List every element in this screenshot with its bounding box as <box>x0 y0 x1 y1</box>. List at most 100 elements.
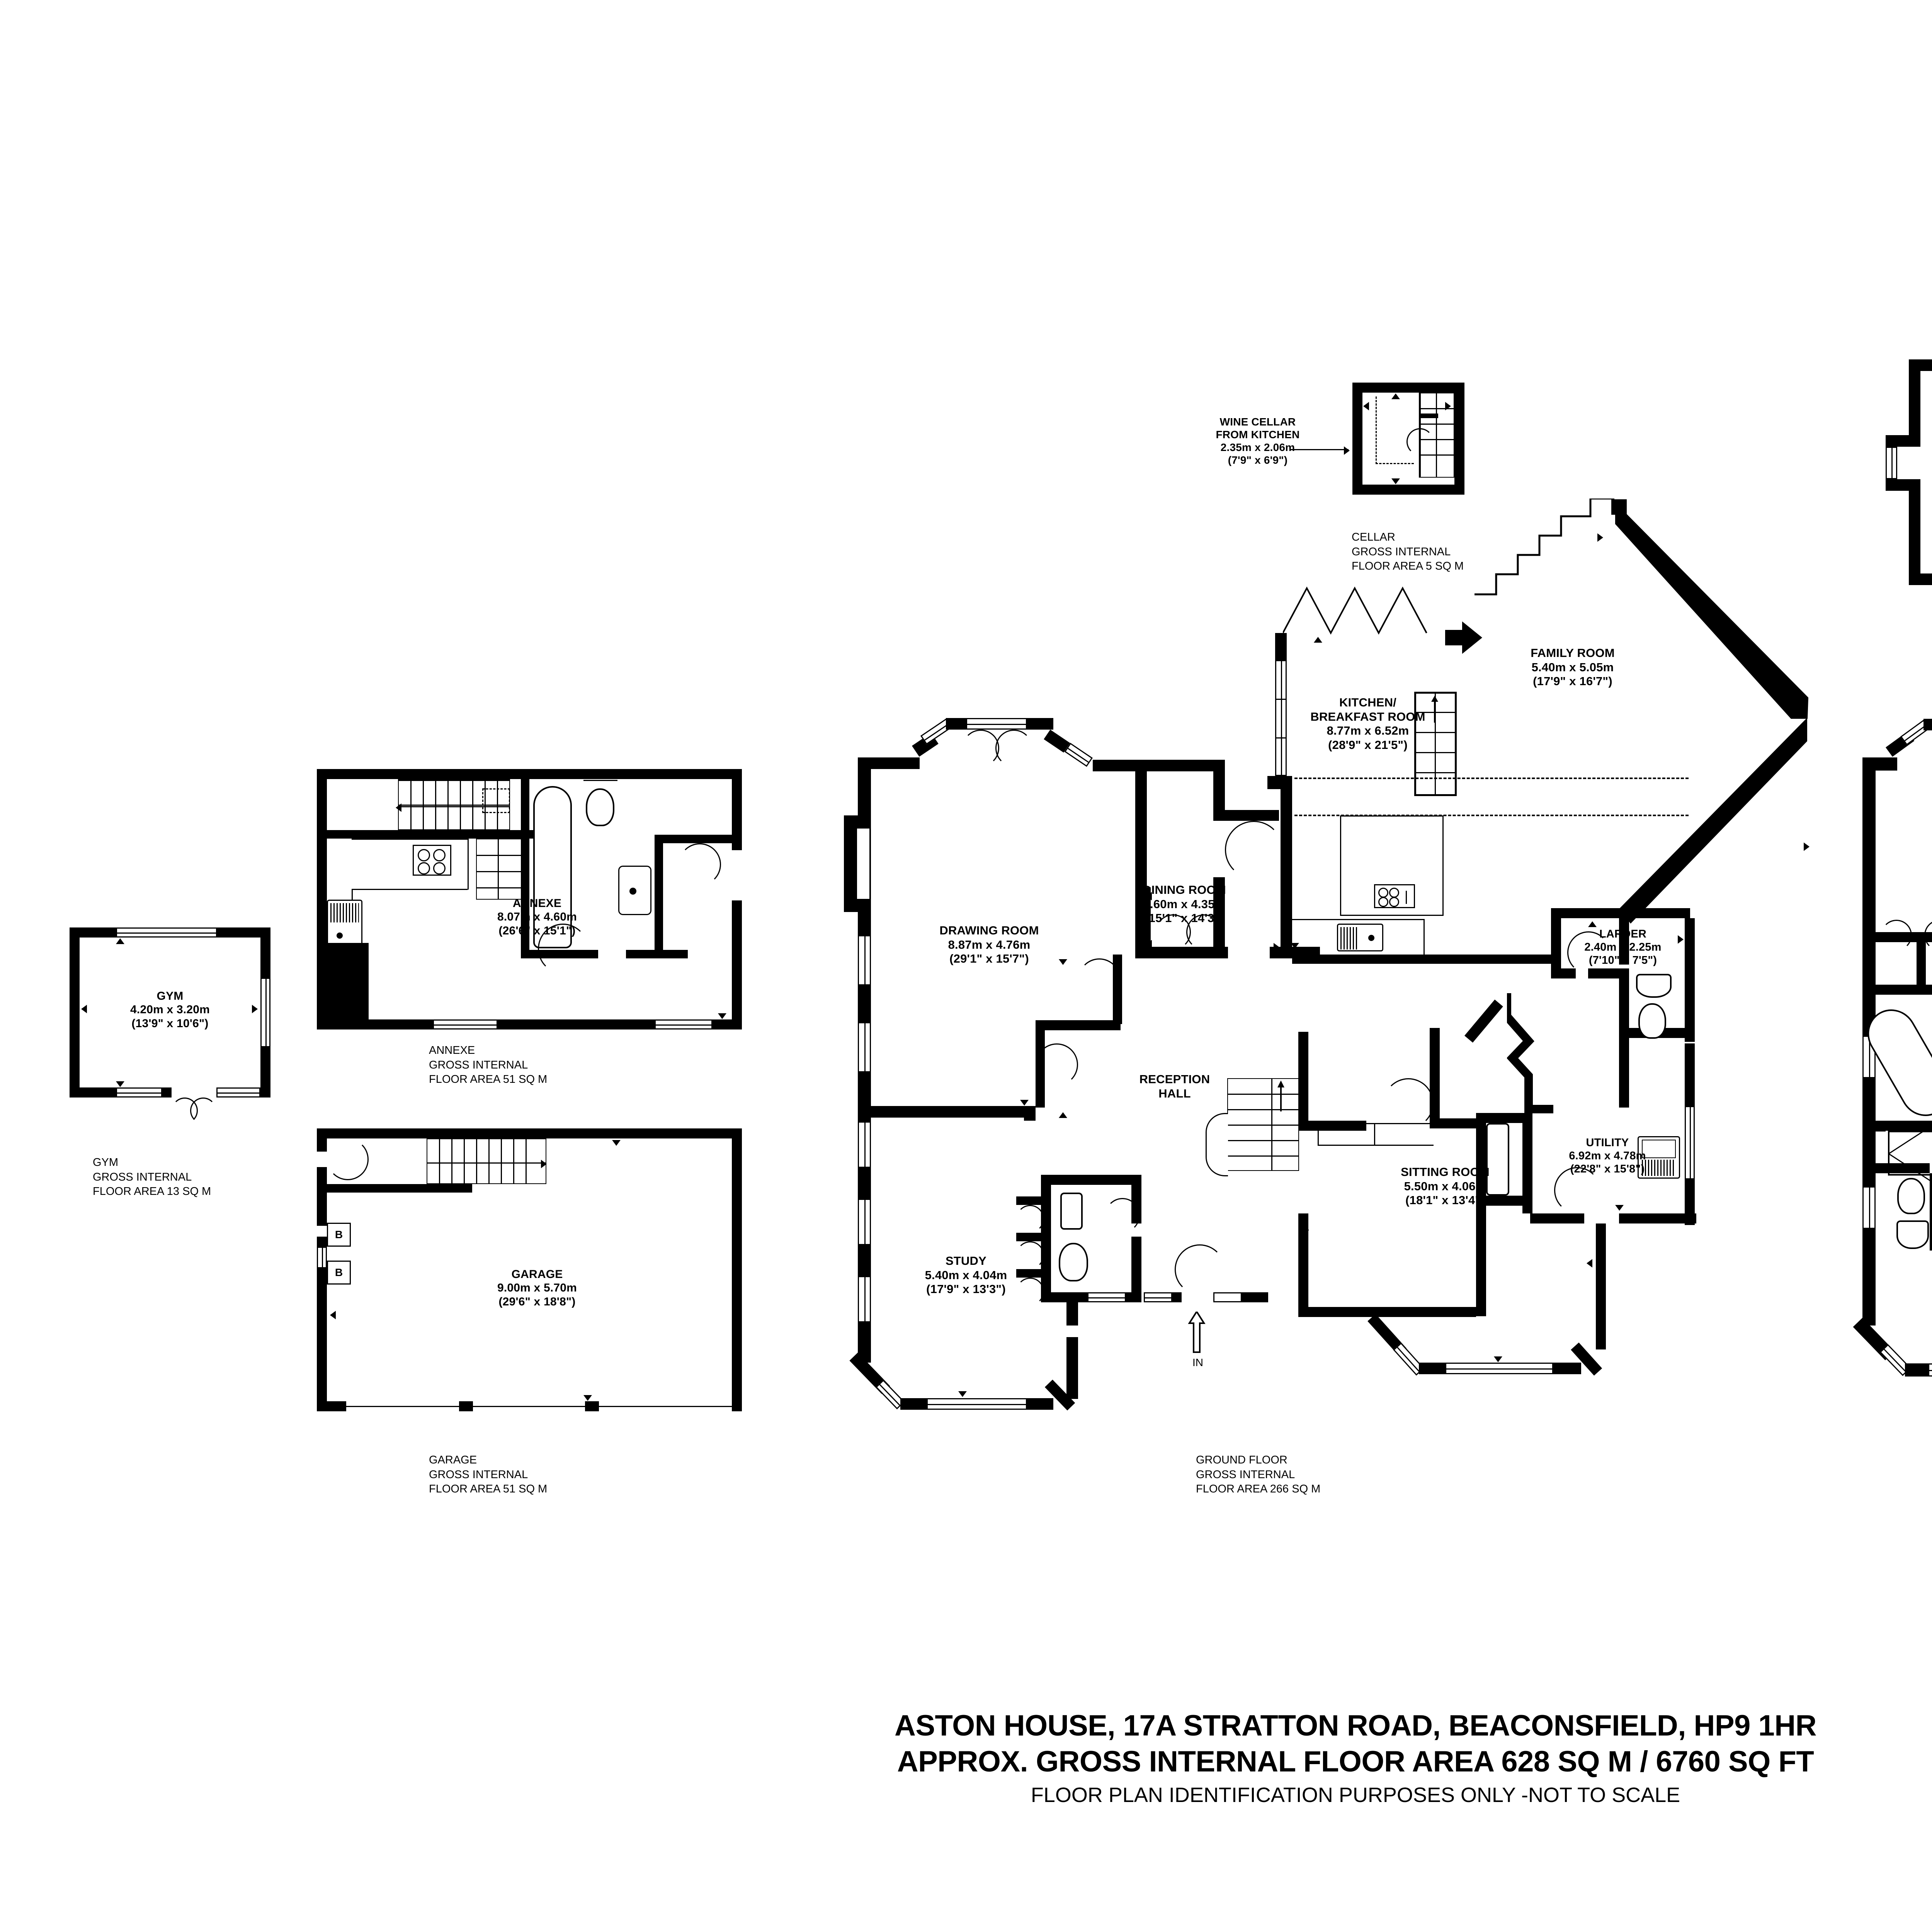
reception-hall-label: RECEPTION HALL <box>1105 1072 1244 1101</box>
principal-bedroom-label: PRINCIPAL BEDROOM 9.20m x 4.83m (30'2" x… <box>1920 873 1932 914</box>
annexe-bath-icon <box>533 786 572 948</box>
reception-hall-door-drawing-upper <box>1078 958 1121 1001</box>
study-window-w3 <box>858 1276 871 1322</box>
family-room-angled-walls-2 <box>1619 718 1807 924</box>
annexe-floor-gross: GROSS INTERNAL <box>429 1058 528 1071</box>
garage-floor-gross: GROSS INTERNAL <box>429 1468 528 1481</box>
utility-label: UTILITY 6.92m x 4.78m (22'8" x 15'8") <box>1534 1136 1681 1176</box>
sitting-room-imperial: (18'1" x 13'4") <box>1405 1193 1485 1207</box>
utility-door <box>1554 1167 1600 1213</box>
reception-hall-name-1: RECEPTION <box>1139 1072 1210 1086</box>
title-address: ASTON HOUSE, 17A STRATTON ROAD, BEACONSF… <box>894 1709 1817 1742</box>
dining-room-imperial: (15'1" x 14'3") <box>1145 911 1224 925</box>
annexe-sink-icon <box>327 900 362 949</box>
annexe-washbasin-icon <box>618 866 651 915</box>
stair-newel-curve <box>1206 1113 1228 1176</box>
dining-room-door-hall-right <box>1186 914 1222 950</box>
second-bed-left-metric: 4.55m x 4.31m <box>1928 466 1932 480</box>
study-metric: 5.40m x 4.04m <box>925 1268 1007 1282</box>
larder-name: LARDER <box>1599 928 1647 940</box>
annexe-floor-caption: ANNEXE GROSS INTERNAL FLOOR AREA 51 SQ M <box>429 1043 547 1087</box>
first-floor-basin-3 <box>1896 1220 1929 1249</box>
second-floor-bedroom-left-label: BEDROOM 4.55m x 4.31m (14'11" x 14'2") <box>1928 453 1932 494</box>
gym-floor-area: FLOOR AREA 13 SQ M <box>93 1185 211 1198</box>
cloak-door <box>1105 1198 1140 1233</box>
garage-bay-box-2: B <box>327 1261 351 1285</box>
study-name: STUDY <box>945 1254 987 1268</box>
kitchen-breakfast-label: KITCHEN/ BREAKFAST ROOM 8.77m x 6.52m (2… <box>1279 696 1457 752</box>
sitting-room-name: SITTING ROOM <box>1401 1165 1490 1179</box>
kitchen-island <box>1340 815 1444 916</box>
kitchen-entry-arrow-icon <box>1445 621 1482 654</box>
garage-floor-name: GARAGE <box>429 1454 477 1466</box>
garage-side-door <box>327 1138 369 1180</box>
drawing-room-window-w1 <box>858 935 871 985</box>
annexe-hob-icon <box>413 845 451 876</box>
first-floor-bed-sw-window-bay-centre <box>1928 1363 1932 1377</box>
annexe-stair <box>398 779 510 830</box>
cellar-floor-name: CELLAR <box>1352 531 1395 543</box>
reception-hall-name-2: HALL <box>1158 1086 1191 1100</box>
gym-floor-name: GYM <box>93 1156 119 1169</box>
study-window-bay-centre <box>927 1398 1027 1410</box>
gym-window-br <box>216 1087 260 1098</box>
utility-sink-icon <box>1638 1136 1680 1179</box>
garage-room-metric: 9.00m x 5.70m <box>497 1281 577 1295</box>
larder-basin-icon <box>1636 974 1672 998</box>
cloakroom-wc-icon <box>1638 1003 1666 1039</box>
garage-bay-b1: B <box>335 1229 343 1240</box>
drawing-room-window-n1 <box>966 718 1027 730</box>
study-window-w1 <box>858 1121 871 1168</box>
wine-cellar-label: WINE CELLAR FROM KITCHEN 2.35m x 2.06m (… <box>1190 415 1325 466</box>
first-bed-sw-name: BEDROOM <box>1905 1269 1932 1283</box>
wine-cellar-imperial: (7'9" x 6'9") <box>1228 454 1288 466</box>
gym-window-top <box>116 927 217 938</box>
first-bed-sw-imperial: (15'8" x 13'4") <box>1905 1297 1932 1310</box>
cellar-door-swing <box>1406 428 1434 455</box>
utility-imperial: (22'8" x 15'8") <box>1570 1163 1645 1176</box>
study-label: STUDY 5.40m x 4.04m (17'9" x 13'3") <box>889 1254 1043 1297</box>
title-block: ASTON HOUSE, 17A STRATTON ROAD, BEACONSF… <box>0 1708 1932 1811</box>
ground-stair-up-arrow <box>1277 1081 1284 1111</box>
first-floor-window-w2 <box>1862 1186 1876 1229</box>
kitchen-stair-up-arrow <box>1431 696 1438 723</box>
cloak-basin-icon <box>1060 1193 1083 1230</box>
drawing-room-window-w2 <box>858 1022 871 1072</box>
cloak-window <box>1087 1292 1126 1302</box>
annexe-floor-area: FLOOR AREA 51 SQ M <box>429 1073 548 1086</box>
annexe-wc-icon <box>586 788 614 826</box>
utility-window-e <box>1685 1106 1695 1179</box>
garage-bay-b2: B <box>335 1266 343 1278</box>
annexe-room-metric: 8.07m x 4.60m <box>497 910 577 924</box>
gym-room-name: GYM <box>156 990 184 1002</box>
garage-bay-box-1: B <box>327 1223 351 1247</box>
cellar-floor-caption: CELLAR GROSS INTERNAL FLOOR AREA 5 SQ M <box>1352 530 1464 574</box>
family-room-imperial: (17'9" x 16'7") <box>1533 674 1612 688</box>
principal-bedroom-imperial: (30'2" x 15'10") <box>1920 901 1932 914</box>
title-area: APPROX. GROSS INTERNAL FLOOR AREA 628 SQ… <box>897 1745 1814 1778</box>
kitchen-metric: 8.77m x 6.52m <box>1327 724 1409 738</box>
gym-french-door-right <box>190 1098 216 1124</box>
sitting-room-label: SITTING ROOM 5.50m x 4.06m (18'1" x 13'4… <box>1364 1165 1526 1208</box>
principal-bedroom-metric: 9.20m x 4.83m <box>1920 887 1932 900</box>
kitchen-roof-zigzag <box>1283 586 1427 635</box>
annexe-window-bottom-right <box>655 1019 713 1029</box>
garage-floor-area: FLOOR AREA 51 SQ M <box>429 1483 548 1496</box>
garage-stair <box>427 1138 546 1184</box>
larder-label: LARDER 2.40m x 2.25m (7'10" x 7'5") <box>1549 927 1696 967</box>
drawing-room-chimney-breast <box>855 827 871 900</box>
annexe-stair-landing <box>476 839 522 900</box>
drawing-room-door-n1 <box>962 730 999 767</box>
drawing-room-name: DRAWING ROOM <box>939 924 1039 937</box>
cloak-wc-icon <box>1059 1243 1088 1281</box>
larder-imperial: (7'10" x 7'5") <box>1588 954 1657 967</box>
drawing-room-door-n2 <box>995 730 1032 767</box>
principal-wardrobe-door-1 <box>1881 920 1912 951</box>
gym-floor-gross: GROSS INTERNAL <box>93 1171 192 1183</box>
second-floor-window-w <box>1886 447 1897 479</box>
annexe-bathroom-door <box>538 924 588 974</box>
cellar-floor-gross: GROSS INTERNAL <box>1352 545 1451 558</box>
annexe-floor-name: ANNEXE <box>429 1044 475 1057</box>
kitchen-imperial: (28'9" x 21'5") <box>1328 738 1408 752</box>
